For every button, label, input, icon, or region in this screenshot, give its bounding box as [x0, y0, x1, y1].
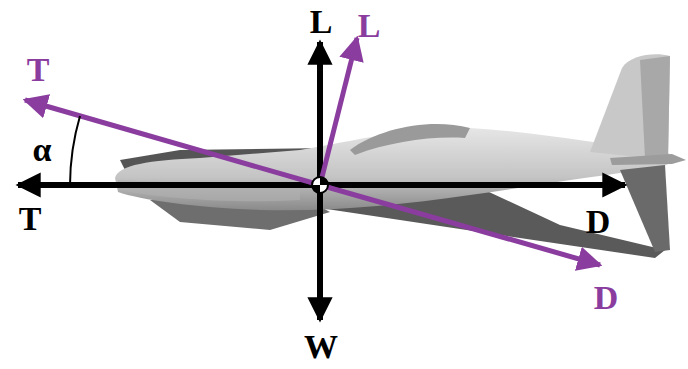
- stabilizer: [610, 154, 686, 165]
- axis-vectors: [18, 42, 625, 320]
- ventral-fin: [620, 165, 670, 252]
- thrust-label: T: [19, 202, 42, 236]
- thrust-vector: [25, 100, 320, 185]
- tail-shade: [640, 56, 670, 160]
- cg-symbol: [312, 177, 328, 193]
- lift-vector: [320, 38, 357, 185]
- drag-label: D: [594, 281, 619, 315]
- rotated-vectors: [25, 38, 600, 265]
- thrust-label: T: [27, 53, 50, 87]
- vertical-tail: [590, 54, 670, 160]
- lift-label: L: [358, 9, 381, 43]
- canopy: [350, 124, 470, 155]
- lift-vector: [317, 42, 323, 185]
- drag-vector: [320, 185, 600, 265]
- lift-label: L: [310, 5, 333, 39]
- drag-vector: [320, 182, 625, 188]
- angle-label: α: [33, 133, 52, 167]
- airplane: [115, 54, 686, 258]
- weight-label: W: [304, 330, 338, 364]
- thrust-vector: [18, 182, 320, 188]
- weight-vector: [317, 185, 323, 320]
- drag-label: D: [586, 205, 611, 239]
- angle-arc: [70, 116, 80, 185]
